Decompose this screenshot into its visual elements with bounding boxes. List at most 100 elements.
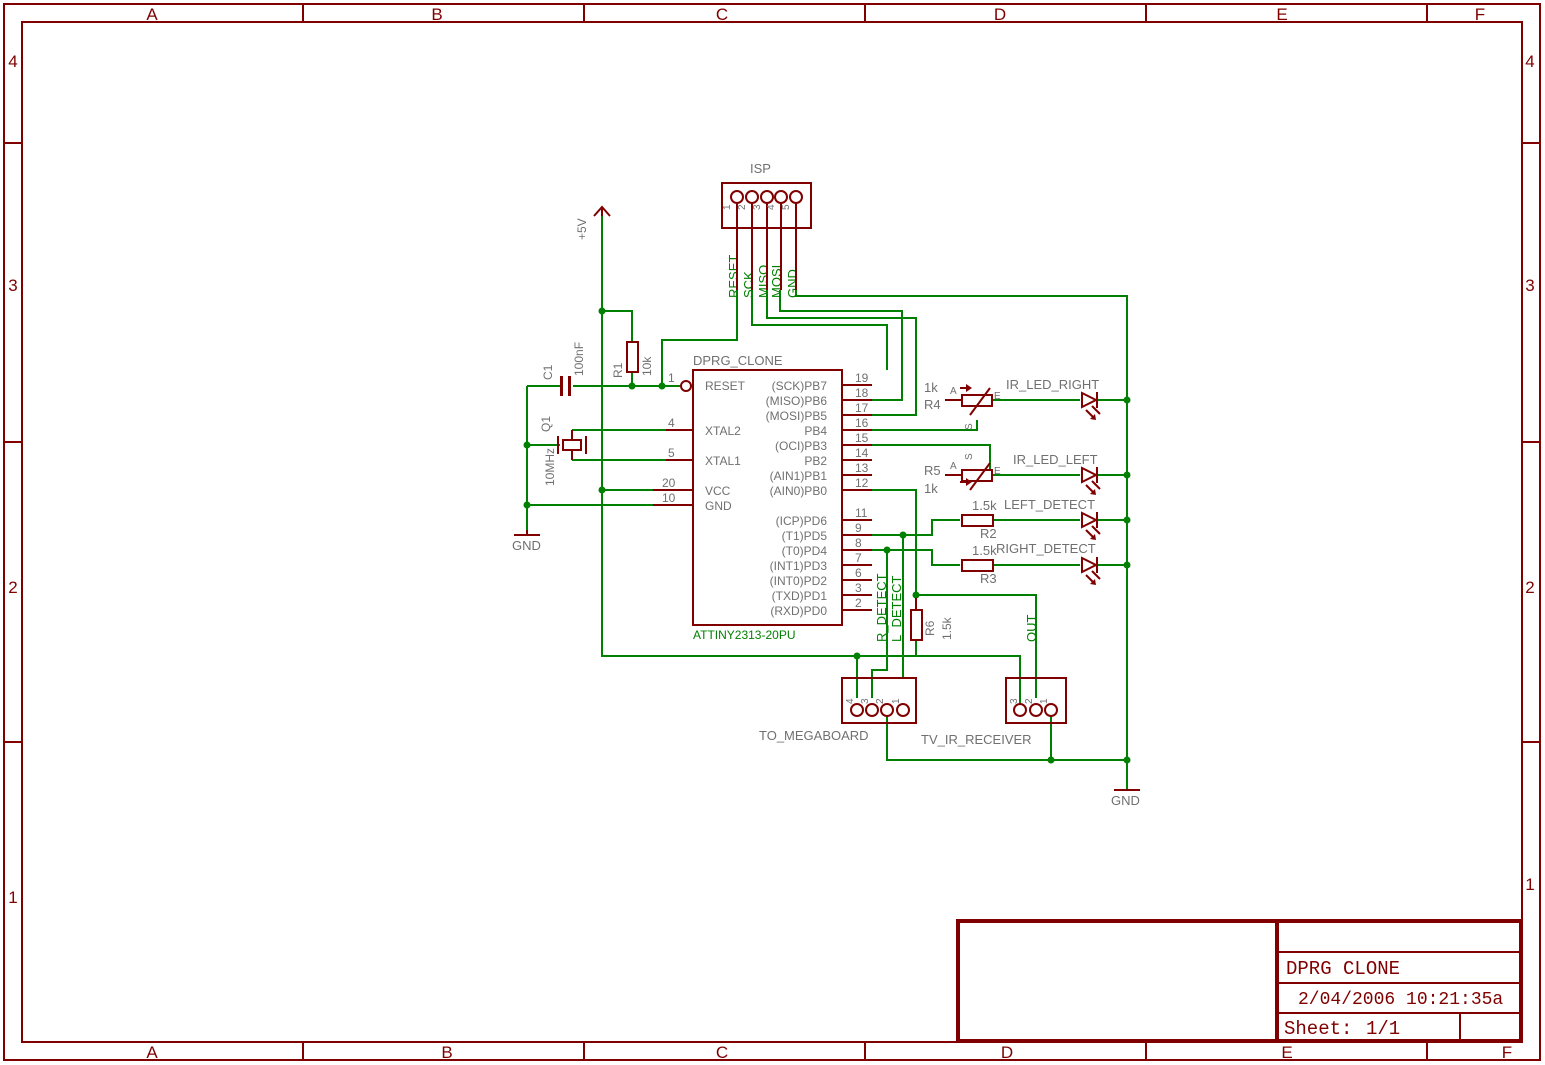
column-labels: A B C D E F A B C D E F [146,5,1512,1062]
mcu-pin-name: (RXD)PD0 [770,604,827,618]
mcu-pin-name: PB4 [804,424,827,438]
mcu-pin-number: 8 [855,536,862,550]
r4-name: R4 [924,397,941,412]
led-ir-right-label: IR_LED_RIGHT [1006,377,1099,392]
sheet-label: Sheet: [1284,1018,1352,1040]
gnd-symbol-left: GND [512,530,541,553]
supply-5v: +5V [575,205,611,240]
led-left-detect-label: LEFT_DETECT [1004,497,1095,512]
r3-value: 1.5k [972,543,997,558]
mcu-pin-number: 6 [855,566,862,580]
r4-value: 1k [924,380,938,395]
mcu-pin-name: (MISO)PB6 [766,394,828,408]
r5-value: 1k [924,481,938,496]
mcu-pin-name: PB2 [804,454,827,468]
mcu-pin-name: (INT0)PD2 [770,574,828,588]
r6-name: R6 [923,620,937,636]
row-label-2: 2 [8,578,17,597]
col-label-e-bottom: E [1281,1043,1292,1062]
tv-pin-3: 3 [1009,698,1020,704]
title-text: DPRG CLONE [1286,958,1400,980]
mcu-pin-name: (TXD)PD1 [772,589,828,603]
r1-name: R1 [611,362,625,378]
col-label-f-bottom: F [1502,1043,1512,1062]
mcu-attiny2313: DPRG_CLONE ATTINY2313-20PU RESET XTAL2 X… [653,353,872,642]
r4-pin-a: A [950,386,957,397]
trimmer-r4: A E S 1k R4 [924,380,1001,430]
mcu-right-pins: (SCK)PB719(MISO)PB618(MOSI)PB517PB416(OC… [766,371,872,618]
led-ir-left: IR_LED_LEFT [1013,452,1101,495]
net-l-detect: L_DETECT [889,575,904,642]
mcu-pin-xtal2: XTAL2 [705,424,741,438]
col-label-d-bottom: D [1001,1043,1013,1062]
supply-5v-label: +5V [575,218,589,240]
mcu-pin-name: (ICP)PD6 [776,514,828,528]
col-label-d: D [994,5,1006,24]
row-label-3: 3 [8,276,17,295]
r5-pin-a: A [950,461,957,472]
tv-ir-receiver: 3 2 1 TV_IR_RECEIVER [921,677,1067,747]
mega-pin-1: 1 [891,698,902,704]
mcu-pin-name: (SCK)PB7 [772,379,828,393]
mcu-pin-name: (T0)PD4 [782,544,828,558]
r6-value: 1.5k [940,616,954,640]
col-label-f: F [1475,5,1485,24]
led-right-detect-label: RIGHT_DETECT [996,541,1096,556]
r3-name: R3 [980,571,997,586]
drawing-frame [3,3,1541,1061]
r1-value: 10k [640,356,654,376]
mcu-pinnum-20: 20 [662,476,676,490]
col-label-e: E [1276,5,1287,24]
mcu-pin-number: 2 [855,596,862,610]
net-r-detect: R_DETECT [874,573,889,642]
resistor-r1: R1 10k [611,341,654,378]
row-labels: 4 3 2 1 4 3 2 1 [8,52,1534,907]
row-label-4-right: 4 [1525,52,1534,71]
mcu-pin-name: (T1)PD5 [782,529,828,543]
isp-pin-4: 4 [766,204,777,210]
q1-name: Q1 [539,416,553,432]
col-label-b-bottom: B [441,1043,452,1062]
mcu-pin-number: 13 [855,461,869,475]
mcu-pinnum-1: 1 [668,371,675,385]
resistor-r2: 1.5k R2 [961,498,997,541]
mcu-name: DPRG_CLONE [693,353,783,368]
tv-pin-2: 2 [1024,698,1035,704]
sheet-value: 1/1 [1366,1018,1400,1040]
megaboard-label: TO_MEGABOARD [759,728,869,743]
title-block: DPRG CLONE 2/04/2006 10:21:35a Sheet: 1/… [956,919,1523,1043]
row-label-3-right: 3 [1525,276,1534,295]
mcu-value: ATTINY2313-20PU [693,628,796,642]
mega-pin-2: 2 [875,698,886,704]
col-label-b: B [431,5,442,24]
isp-pin-3: 3 [752,204,763,210]
isp-pin-1: 1 [722,204,733,210]
mega-pin-3: 3 [860,698,871,704]
gnd-right-label: GND [1111,793,1140,808]
junctions [523,307,1131,764]
mcu-pin-name: (AIN1)PB1 [770,469,828,483]
row-label-1: 1 [8,888,17,907]
r4-pin-s: S [964,423,975,430]
mcu-pin-xtal1: XTAL1 [705,454,741,468]
led-left-detect: LEFT_DETECT [1004,497,1101,540]
mega-pin-4: 4 [845,698,856,704]
mcu-pin-gnd: GND [705,499,732,513]
mcu-pin-number: 18 [855,386,869,400]
r5-pin-s: S [964,453,975,460]
mcu-pin-number: 3 [855,581,862,595]
mcu-pin-number: 19 [855,371,869,385]
isp-connector: ISP 1 2 3 4 5 [721,161,812,290]
led-right-detect: RIGHT_DETECT [996,541,1101,585]
date-text: 2/04/2006 10:21:35a [1298,990,1503,1010]
mcu-pin-number: 15 [855,431,869,445]
isp-pin-2: 2 [737,204,748,210]
capacitor-c1: C1 100nF [541,342,586,396]
mcu-pinnum-10: 10 [662,491,676,505]
mcu-pin-name: (AIN0)PB0 [770,484,828,498]
resistor-r6: R6 1.5k [910,598,954,641]
r2-name: R2 [980,526,997,541]
mcu-pin-number: 9 [855,521,862,535]
led-ir-right: IR_LED_RIGHT [1006,377,1101,420]
